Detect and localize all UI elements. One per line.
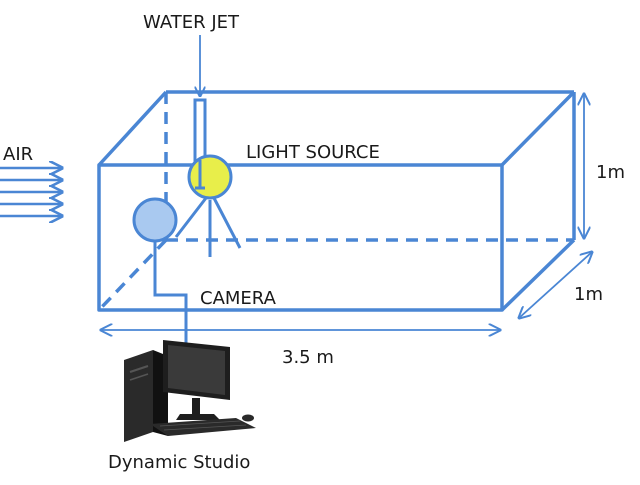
- light-source-lamp: [187, 154, 233, 200]
- camera-cable: [153, 241, 188, 352]
- light-source: [174, 154, 242, 257]
- length-label: 3.5 m: [282, 347, 334, 368]
- light-source-label: LIGHT SOURCE: [246, 142, 380, 163]
- dimension-lines: [101, 94, 592, 330]
- tank-front-face: [97, 163, 504, 312]
- air-label: AIR: [3, 144, 33, 165]
- tank: [97, 90, 576, 312]
- tank-top-right-edge: [500, 90, 576, 167]
- computer-monitor-icon: [163, 340, 230, 420]
- depth-label: 1m: [574, 284, 603, 305]
- depth-dimension-line: [519, 252, 592, 318]
- computer-mouse-icon: [242, 414, 254, 422]
- tank-bottom-right-edge: [500, 238, 576, 312]
- camera: [132, 197, 178, 243]
- water-jet-label: WATER JET: [143, 12, 240, 33]
- tank-top-left-edge: [97, 90, 168, 167]
- computer-keyboard-icon: [150, 418, 256, 436]
- camera-lens: [132, 197, 178, 243]
- air-flow-arrows: [0, 168, 62, 216]
- computer: [124, 340, 256, 442]
- camera-label: CAMERA: [200, 288, 277, 309]
- height-label: 1m: [596, 162, 625, 183]
- computer-label: Dynamic Studio: [108, 452, 250, 473]
